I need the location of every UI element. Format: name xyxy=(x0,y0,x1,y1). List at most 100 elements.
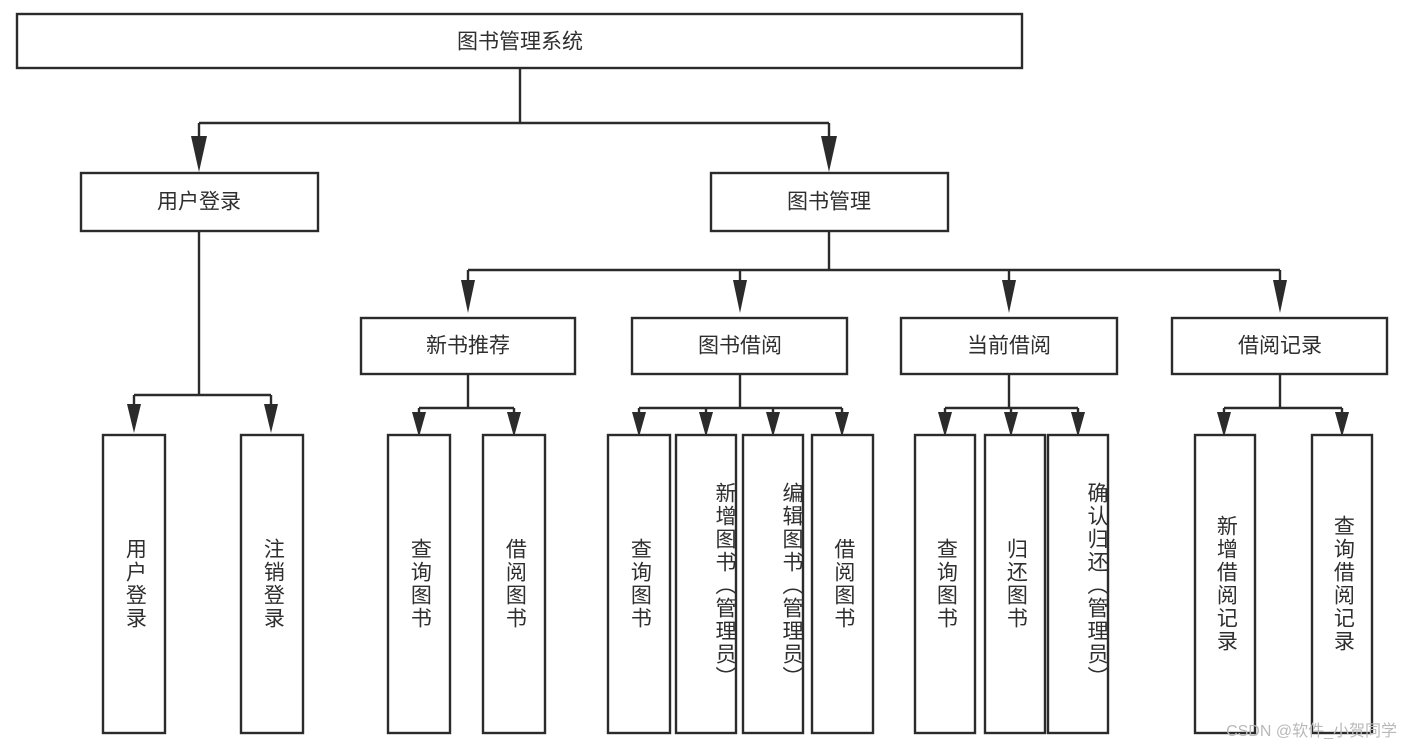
leaf-box-current-borrow-2[interactable] xyxy=(1046,433,1110,735)
leaf-node-new-book-0[interactable]: 查询图书 xyxy=(386,433,452,735)
leaf-node-borrow-record-1[interactable]: 查询借阅记录 xyxy=(1310,433,1374,735)
leaf-node-current-borrow-2[interactable]: 确认归还（管理员） xyxy=(1046,433,1110,735)
leaf-node-user-login-0[interactable]: 用户登录 xyxy=(101,433,167,735)
node-book-borrow-label: 图书借阅 xyxy=(698,335,782,358)
node-user-login-box[interactable] xyxy=(79,171,320,233)
leaf-label-wrap-current-borrow-0: 查询图书 xyxy=(934,538,958,630)
leaf-box-book-borrow-1[interactable] xyxy=(674,433,738,735)
leaf-label-wrap-borrow-record-1: 查询借阅记录 xyxy=(1331,515,1355,653)
leaf-label-book-borrow-0: 查询图书 xyxy=(628,538,652,630)
node-current-borrow[interactable]: 当前借阅 xyxy=(899,316,1119,376)
node-book-management-box[interactable] xyxy=(709,171,950,233)
leaf-label-wrap-book-borrow-0: 查询图书 xyxy=(628,538,652,630)
leaf-node-book-borrow-3[interactable]: 借阅图书 xyxy=(810,433,875,735)
node-current-borrow-label: 当前借阅 xyxy=(967,335,1051,358)
arrow-icon-nb-leaf-1 xyxy=(507,412,521,437)
leaf-node-borrow-record-0[interactable]: 新增借阅记录 xyxy=(1193,433,1257,735)
arrow-icon-user-login xyxy=(191,136,207,172)
leaf-box-new-book-0[interactable] xyxy=(386,433,452,735)
leaf-box-new-book-1[interactable] xyxy=(481,433,547,735)
arrow-icon-bb-leaf-3 xyxy=(835,412,849,437)
arrow-icon-ul-leaf-0 xyxy=(127,404,141,433)
arrow-icon-cb-leaf-1 xyxy=(1004,412,1018,437)
node-book-management[interactable]: 图书管理 xyxy=(709,171,950,233)
node-borrow-record-label: 借阅记录 xyxy=(1238,335,1322,358)
leaf-label-user-login-0: 用户登录 xyxy=(123,538,147,630)
leaf-label-borrow-record-1: 查询借阅记录 xyxy=(1331,515,1355,653)
node-user-login[interactable]: 用户登录 xyxy=(79,171,320,233)
arrow-icon-bb-leaf-0 xyxy=(632,412,646,437)
node-root-book-management-system[interactable]: 图书管理系统 xyxy=(15,12,1024,70)
leaf-node-current-borrow-1[interactable]: 归还图书 xyxy=(983,433,1047,735)
node-root-label: 图书管理系统 xyxy=(457,31,583,54)
leaf-label-current-borrow-0: 查询图书 xyxy=(934,538,958,630)
edges-user-login-to-leaves xyxy=(127,231,278,433)
node-new-book-recommend-box[interactable] xyxy=(359,316,577,376)
edges-book-manage-to-level3 xyxy=(461,231,1287,313)
leaf-node-new-book-1[interactable]: 借阅图书 xyxy=(481,433,547,735)
leaf-label-wrap-book-borrow-2: 编辑图书（管理员） xyxy=(780,481,803,689)
node-user-login-label: 用户登录 xyxy=(157,191,241,214)
node-new-book-recommend[interactable]: 新书推荐 xyxy=(359,316,577,376)
leaf-box-current-borrow-0[interactable] xyxy=(913,433,977,735)
arrow-icon-new-book xyxy=(461,280,475,313)
leaf-label-wrap-user-login-1: 注销登录 xyxy=(261,538,285,630)
arrow-icon-nb-leaf-0 xyxy=(412,412,426,437)
arrow-icon-ul-leaf-1 xyxy=(264,404,278,433)
leaf-label-book-borrow-2: 编辑图书（管理员） xyxy=(780,481,803,689)
leaf-label-wrap-new-book-0: 查询图书 xyxy=(408,538,432,630)
node-book-borrow-box[interactable] xyxy=(630,316,849,376)
edges-borrow-record-to-leaves xyxy=(1217,374,1349,437)
leaf-node-book-borrow-1[interactable]: 新增图书（管理员） xyxy=(674,433,738,735)
leaf-node-book-borrow-0[interactable]: 查询图书 xyxy=(606,433,672,735)
arrow-icon-bb-leaf-2 xyxy=(766,412,780,437)
node-root-box[interactable] xyxy=(15,12,1024,70)
leaf-box-borrow-record-0[interactable] xyxy=(1193,433,1257,735)
leaf-box-borrow-record-1[interactable] xyxy=(1310,433,1374,735)
leaf-box-current-borrow-1[interactable] xyxy=(983,433,1047,735)
edges-new-book-to-leaves xyxy=(412,374,521,437)
node-current-borrow-box[interactable] xyxy=(899,316,1119,376)
arrow-icon-br-leaf-0 xyxy=(1217,412,1231,437)
arrow-icon-book-manage xyxy=(821,136,837,172)
arrow-icon-current-borrow xyxy=(1002,280,1016,313)
leaf-label-wrap-new-book-1: 借阅图书 xyxy=(503,538,527,630)
leaf-label-user-login-1: 注销登录 xyxy=(261,538,285,630)
leaf-label-wrap-book-borrow-3: 借阅图书 xyxy=(831,538,855,630)
arrow-icon-br-leaf-1 xyxy=(1335,412,1349,437)
leaf-node-current-borrow-0[interactable]: 查询图书 xyxy=(913,433,977,735)
leaf-node-book-borrow-2[interactable]: 编辑图书（管理员） xyxy=(741,433,805,735)
leaf-box-book-borrow-0[interactable] xyxy=(606,433,672,735)
leaf-label-current-borrow-1: 归还图书 xyxy=(1004,538,1028,630)
leaf-label-book-borrow-3: 借阅图书 xyxy=(831,538,855,630)
edges-current-borrow-to-leaves xyxy=(938,374,1085,437)
arrow-icon-book-borrow xyxy=(733,280,747,313)
leaf-box-user-login-1[interactable] xyxy=(239,433,305,735)
leaf-node-user-login-1[interactable]: 注销登录 xyxy=(239,433,305,735)
node-book-management-label: 图书管理 xyxy=(787,191,871,214)
leaf-box-book-borrow-3[interactable] xyxy=(810,433,875,735)
leaf-label-new-book-0: 查询图书 xyxy=(408,538,432,630)
leaf-label-wrap-borrow-record-0: 新增借阅记录 xyxy=(1214,515,1238,653)
leaf-label-wrap-current-borrow-2: 确认归还（管理员） xyxy=(1085,482,1108,689)
leaf-label-borrow-record-0: 新增借阅记录 xyxy=(1214,515,1238,653)
leaf-label-wrap-book-borrow-1: 新增图书（管理员） xyxy=(713,481,736,689)
arrow-icon-cb-leaf-2 xyxy=(1071,412,1085,437)
edges-root-to-level2 xyxy=(191,68,837,172)
node-borrow-record[interactable]: 借阅记录 xyxy=(1170,316,1389,376)
leaf-label-book-borrow-1: 新增图书（管理员） xyxy=(713,481,736,689)
leaf-label-new-book-1: 借阅图书 xyxy=(503,538,527,630)
leaf-label-wrap-current-borrow-1: 归还图书 xyxy=(1004,538,1028,630)
leaf-box-book-borrow-2[interactable] xyxy=(741,433,805,735)
leaf-label-wrap-user-login-0: 用户登录 xyxy=(123,538,147,630)
leaf-box-user-login-0[interactable] xyxy=(101,433,167,735)
node-new-book-recommend-label: 新书推荐 xyxy=(426,335,510,358)
edges-book-borrow-to-leaves xyxy=(632,374,849,437)
arrow-icon-borrow-record xyxy=(1273,280,1287,313)
node-book-borrow[interactable]: 图书借阅 xyxy=(630,316,849,376)
arrow-icon-bb-leaf-1 xyxy=(699,412,713,437)
arrow-icon-cb-leaf-0 xyxy=(938,412,952,437)
node-borrow-record-box[interactable] xyxy=(1170,316,1389,376)
